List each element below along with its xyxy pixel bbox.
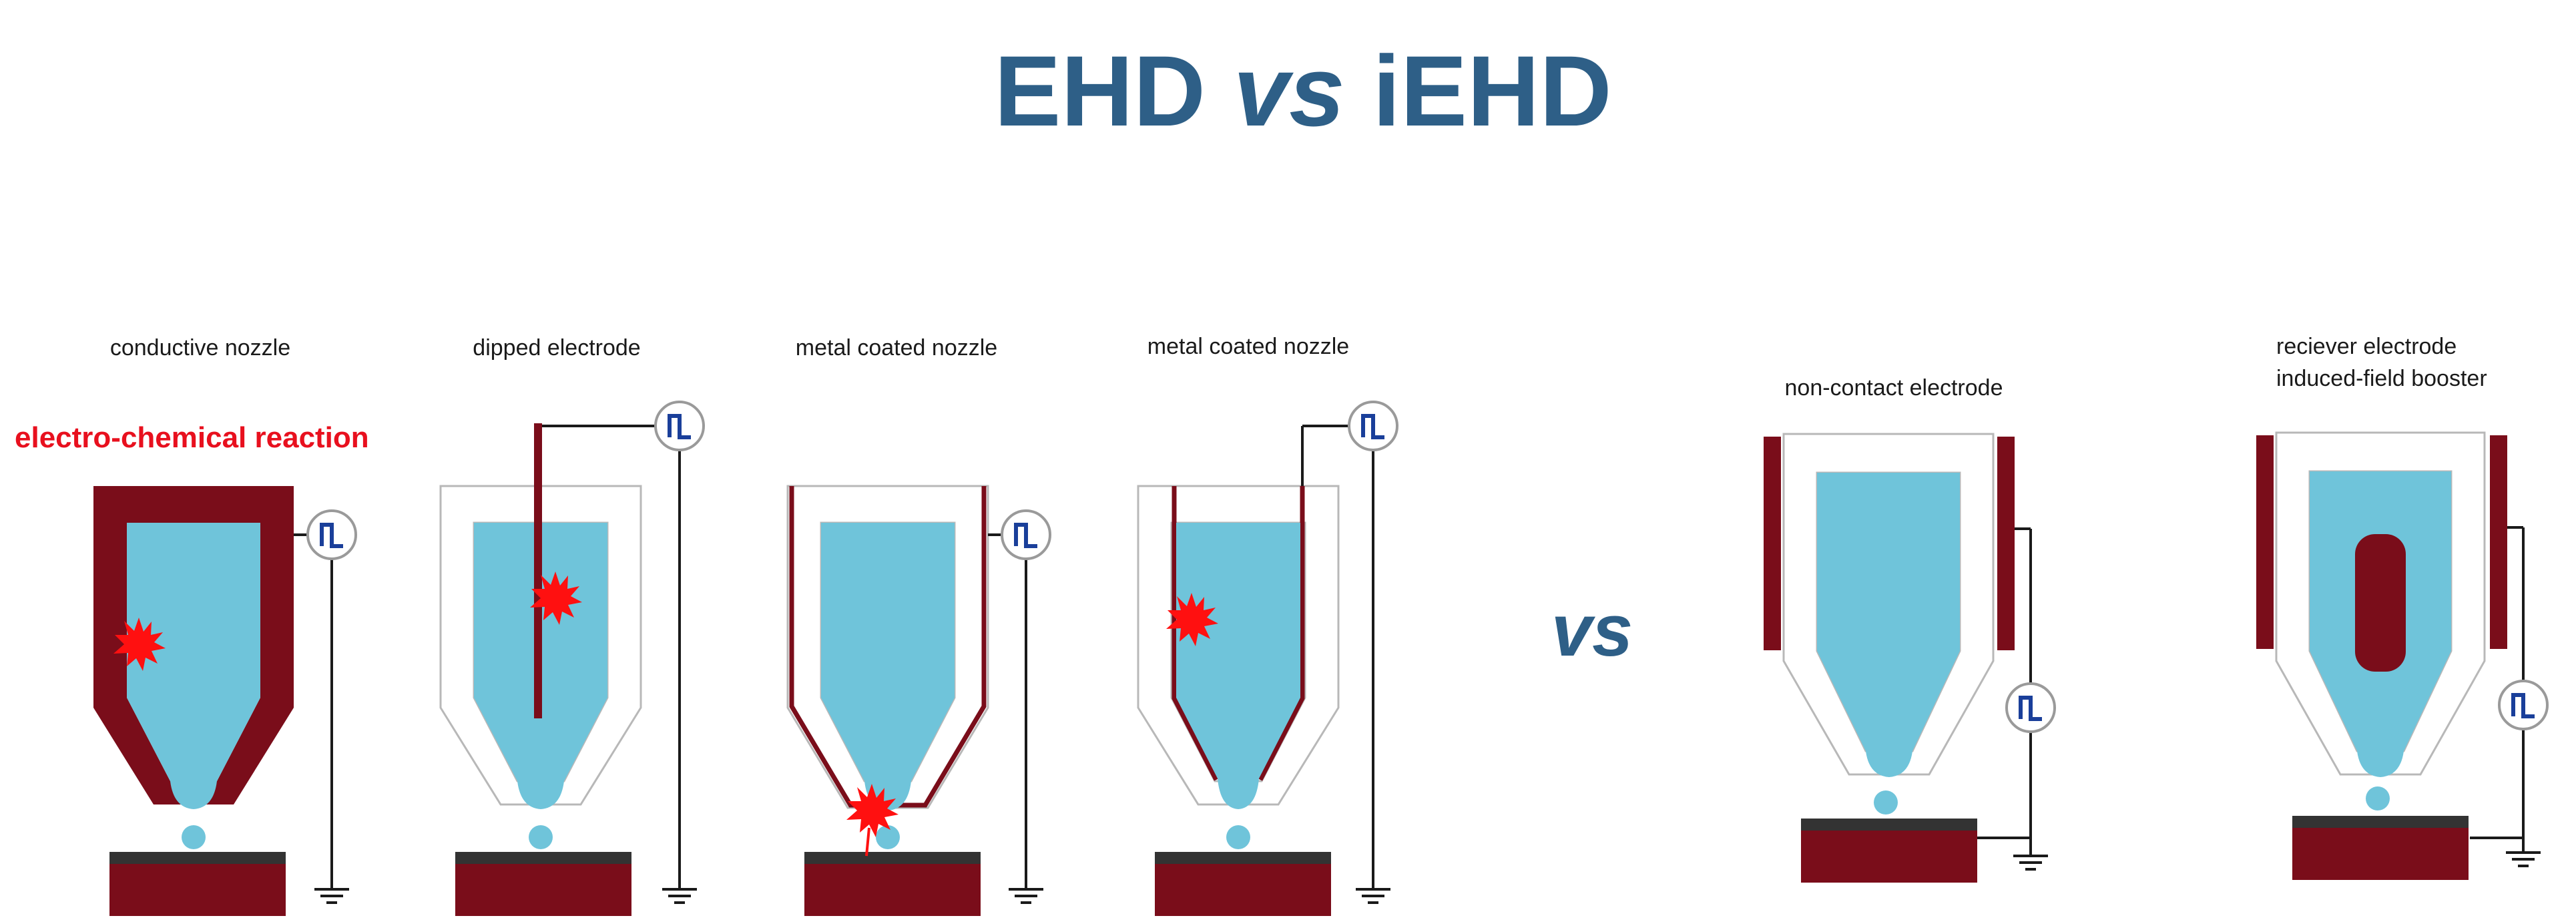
panel-label-conductive-nozzle: conductive nozzle <box>110 335 290 361</box>
electrochemical-reaction-warning: electro-chemical reaction <box>15 421 369 454</box>
panel-label-induced-field-booster: induced-field booster <box>2276 366 2487 391</box>
ground-icon <box>2505 851 2542 867</box>
panel-metal-coated-nozzle-1 <box>786 485 1050 916</box>
ground-icon <box>2012 855 2049 871</box>
substrate <box>2292 816 2469 880</box>
outer-electrode-right <box>2490 435 2507 649</box>
ground-icon <box>313 888 350 904</box>
pulse-source-icon <box>656 402 704 450</box>
ink-reservoir <box>1176 523 1300 809</box>
nozzle-wall <box>1137 485 1340 806</box>
ground-icon <box>1007 888 1045 904</box>
panel-non-contact-electrode <box>1764 433 2055 883</box>
panel-reciever-electrode <box>2256 431 2547 880</box>
substrate <box>804 852 981 916</box>
outer-electrode-right <box>1997 437 2015 650</box>
ink-droplet <box>1226 825 1250 849</box>
metal-coating <box>1258 486 1305 781</box>
panel-dipped-electrode <box>439 402 704 916</box>
title-iehd: iEHD <box>1345 35 1612 147</box>
panel-label-metal-coated-nozzle-1: metal coated nozzle <box>796 335 997 361</box>
outer-electrode-left <box>2256 435 2274 649</box>
ground-icon <box>661 888 698 904</box>
pulse-source-icon <box>308 511 356 559</box>
vs-label: vs <box>1551 590 1633 672</box>
substrate <box>455 852 631 916</box>
pulse-source-icon <box>2499 681 2547 729</box>
ink-reservoir <box>1817 473 1960 777</box>
ink-reservoir <box>127 523 260 809</box>
panel-label-dipped-electrode: dipped electrode <box>473 335 640 361</box>
metal-coating <box>1172 486 1219 781</box>
panel-conductive-nozzle <box>93 486 356 916</box>
substrate <box>1155 852 1331 916</box>
induced-field-booster <box>2355 534 2406 672</box>
substrate <box>109 852 286 916</box>
title-ehd: EHD <box>994 35 1233 147</box>
ink-droplet <box>876 825 900 849</box>
ink-droplet <box>2366 786 2390 811</box>
ink-droplet <box>1874 790 1898 815</box>
panel-label-reciever-electrode: reciever electrode <box>2276 334 2457 359</box>
pulse-source-icon <box>2007 684 2055 732</box>
outer-electrode-left <box>1764 437 1781 650</box>
ink-droplet <box>529 825 553 849</box>
panel-label-metal-coated-nozzle-2: metal coated nozzle <box>1147 334 1349 359</box>
pulse-source-icon <box>1002 511 1050 559</box>
panel-metal-coated-nozzle-2 <box>1137 402 1397 916</box>
panel-label-non-contact-electrode: non-contact electrode <box>1785 375 2003 401</box>
ink-droplet <box>182 825 206 849</box>
substrate <box>1801 819 1977 883</box>
page-title: EHD vs iEHD <box>994 35 1611 147</box>
dipped-electrode-rod <box>534 423 542 718</box>
ground-icon <box>1354 888 1392 904</box>
conductive-nozzle-wall <box>93 486 294 804</box>
ink-reservoir <box>821 523 955 811</box>
title-vs: vs <box>1234 35 1345 147</box>
pulse-source-icon <box>1349 402 1397 450</box>
